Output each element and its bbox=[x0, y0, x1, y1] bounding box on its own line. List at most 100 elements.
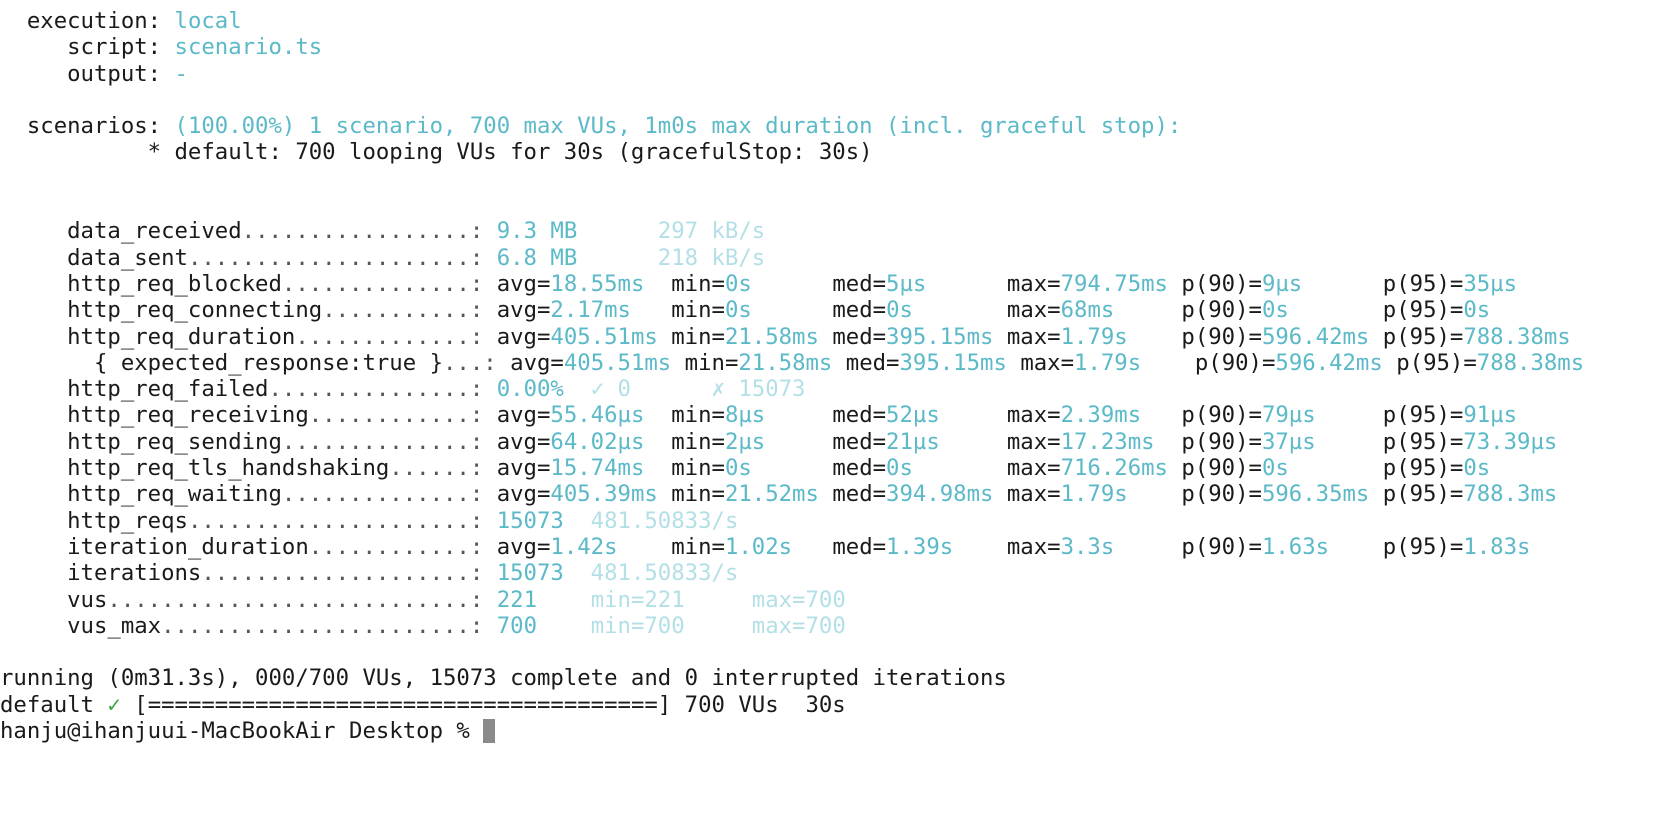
cursor-block[interactable] bbox=[483, 719, 496, 744]
stat-value: 0s bbox=[886, 297, 1007, 324]
stat-label: p(90)= bbox=[1181, 481, 1262, 508]
metric-value: 9.3 MB bbox=[496, 218, 658, 245]
stat-value: 405.51ms bbox=[563, 349, 685, 376]
metric-name: vus_max bbox=[0, 612, 162, 639]
stat-label: max= bbox=[1006, 297, 1061, 324]
header-key: script: bbox=[0, 34, 175, 61]
stat-label: min= bbox=[671, 455, 725, 482]
stat-value: 0s bbox=[1261, 297, 1383, 324]
stat-value: 395.15ms bbox=[899, 349, 1021, 376]
metric-stat: min=0s bbox=[671, 455, 832, 481]
metric-value: max=700 bbox=[751, 612, 846, 639]
stat-value: 73.39µs bbox=[1463, 428, 1558, 455]
metric-dots: ..............: bbox=[281, 428, 484, 455]
metric-dots: ..............: bbox=[281, 481, 484, 508]
metric-stat: max=716.26ms bbox=[1007, 455, 1182, 481]
metric-name: http_req_connecting bbox=[0, 297, 323, 324]
stat-label: avg= bbox=[496, 533, 551, 560]
stat-value: 1.63s bbox=[1261, 533, 1383, 560]
metric-row: data_sent.....................: 6.8 MB 2… bbox=[0, 245, 1666, 271]
stat-value: 0s bbox=[724, 455, 833, 482]
metric-dots: .................: bbox=[241, 218, 484, 245]
stat-value: 9µs bbox=[1261, 270, 1383, 297]
stat-label: avg= bbox=[496, 455, 551, 482]
metric-stat: max=1.79s bbox=[1007, 324, 1182, 350]
stat-label: med= bbox=[832, 428, 887, 455]
stat-label: p(90)= bbox=[1194, 349, 1276, 376]
stat-value: 91µs bbox=[1463, 402, 1518, 429]
stat-value: 0s bbox=[1463, 297, 1491, 324]
metric-name: http_req_tls_handshaking bbox=[0, 455, 390, 482]
metric-row: vus_max.......................: 700 min=… bbox=[0, 613, 1666, 639]
shell-prompt[interactable]: hanju@ihanjuui-MacBookAir Desktop % bbox=[0, 718, 1666, 744]
metric-stat: p(95)=788.3ms bbox=[1383, 481, 1558, 507]
stat-label: p(95)= bbox=[1382, 323, 1464, 350]
metric-dots: ...........: bbox=[322, 297, 484, 324]
stat-value: 1.83s bbox=[1463, 533, 1531, 560]
blank-line bbox=[0, 166, 1666, 192]
metric-stat: p(95)=788.38ms bbox=[1396, 350, 1584, 376]
stat-label: med= bbox=[832, 323, 887, 350]
metric-dots: ...: bbox=[443, 349, 497, 376]
metric-row: http_req_waiting..............: avg=405.… bbox=[0, 481, 1666, 507]
header-key: output: bbox=[0, 60, 175, 87]
stat-value: 596.42ms bbox=[1275, 349, 1397, 376]
stat-label: avg= bbox=[510, 349, 564, 376]
stat-value: 52µs bbox=[886, 402, 1007, 429]
metric-name: data_received bbox=[0, 218, 242, 245]
stat-label: p(90)= bbox=[1181, 402, 1262, 429]
metric-name: vus bbox=[0, 586, 108, 613]
scenarios-line: scenarios: (100.00%) 1 scenario, 700 max… bbox=[0, 113, 1666, 139]
stat-label: med= bbox=[832, 270, 887, 297]
stat-label: avg= bbox=[496, 270, 551, 297]
metric-stat: p(95)=0s bbox=[1383, 297, 1490, 323]
stat-value: 395.15ms bbox=[886, 323, 1007, 350]
terminal-output[interactable]: execution: local script: scenario.ts out… bbox=[0, 0, 1666, 744]
stat-label: med= bbox=[832, 481, 887, 508]
metric-value: 481.50833/s bbox=[590, 507, 739, 534]
stat-value: 1.42s bbox=[550, 533, 672, 560]
stat-label: avg= bbox=[496, 428, 551, 455]
metric-value: 218 kB/s bbox=[657, 244, 766, 271]
stat-value: 8µs bbox=[724, 402, 833, 429]
metric-value: max=700 bbox=[751, 586, 846, 613]
stat-label: min= bbox=[671, 297, 725, 324]
header-value: local bbox=[174, 8, 242, 34]
stat-value: 37µs bbox=[1261, 428, 1383, 455]
header-value: scenario.ts bbox=[174, 34, 323, 61]
metric-stat: p(90)=596.42ms bbox=[1195, 350, 1396, 376]
metric-name: http_req_duration bbox=[0, 323, 296, 350]
metric-stat: avg=2.17ms bbox=[497, 297, 672, 323]
stat-value: 79µs bbox=[1261, 402, 1383, 429]
stat-value: 394.98ms bbox=[886, 481, 1007, 508]
stat-label: p(90)= bbox=[1181, 455, 1262, 482]
metric-stat: avg=405.39ms bbox=[497, 481, 672, 507]
metric-stat: p(95)=0s bbox=[1383, 455, 1490, 481]
metric-stat: max=3.3s bbox=[1007, 534, 1182, 560]
stat-label: p(90)= bbox=[1181, 297, 1262, 324]
metric-stat: max=1.79s bbox=[1007, 481, 1182, 507]
check-icon: ✓ bbox=[107, 691, 121, 718]
stat-label: min= bbox=[684, 349, 739, 376]
metric-stat: med=0s bbox=[832, 297, 1007, 323]
stat-value: 0s bbox=[1261, 455, 1383, 482]
stat-value: 788.3ms bbox=[1463, 481, 1558, 508]
metric-stat: p(90)=9µs bbox=[1181, 271, 1382, 297]
metric-stat: avg=64.02µs bbox=[497, 429, 672, 455]
metric-row: iteration_duration............: avg=1.42… bbox=[0, 534, 1666, 560]
metric-value: 481.50833/s bbox=[590, 560, 739, 587]
metric-dots: ...............: bbox=[268, 376, 484, 403]
stat-label: p(90)= bbox=[1181, 270, 1262, 297]
metric-row: iterations....................: 15073 48… bbox=[0, 560, 1666, 586]
header-key: execution: bbox=[0, 8, 175, 34]
stat-value: 18.55ms bbox=[550, 270, 672, 297]
stat-label: avg= bbox=[496, 402, 551, 429]
blank-line bbox=[0, 192, 1666, 218]
stat-value: 1.79s bbox=[1060, 481, 1182, 508]
metric-row: http_req_duration.............: avg=405.… bbox=[0, 324, 1666, 350]
metric-stat: max=794.75ms bbox=[1007, 271, 1182, 297]
metric-value: 0.00% bbox=[496, 376, 591, 403]
metric-stat: p(90)=596.42ms bbox=[1181, 324, 1382, 350]
stat-value: 596.42ms bbox=[1261, 323, 1383, 350]
header-line-execution: execution: local bbox=[0, 8, 1666, 34]
